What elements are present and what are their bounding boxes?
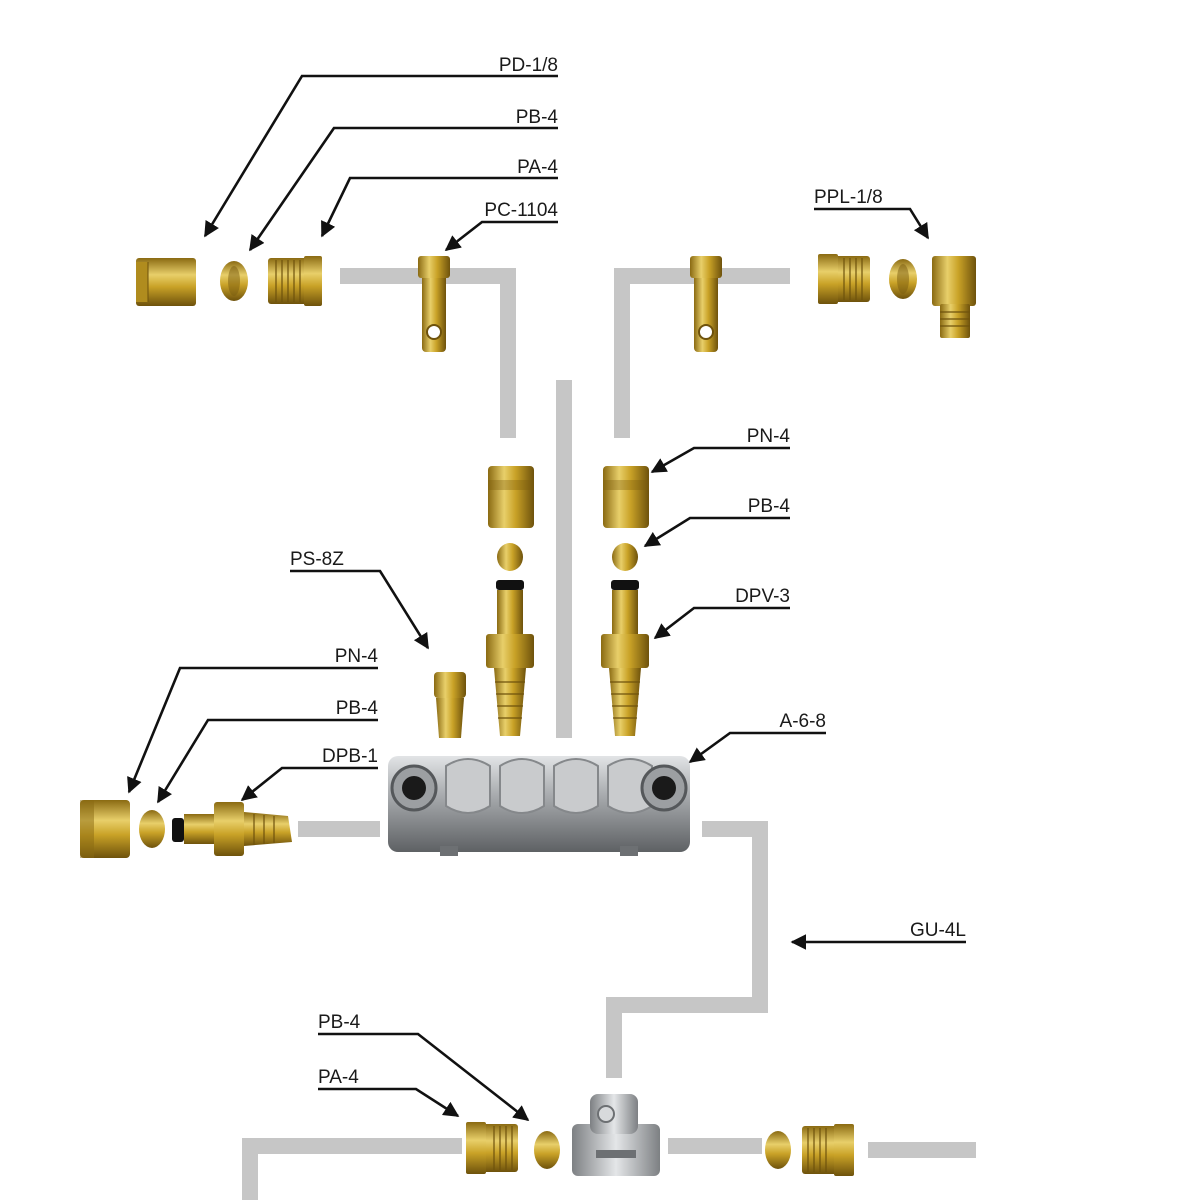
leader-ppl-1-8 (814, 207, 930, 240)
leader-pb-4-left (156, 718, 378, 804)
gu-4l-tee-body (572, 1094, 660, 1176)
leader-pc-1104 (444, 220, 558, 252)
label-pb-4-bottom: PB-4 (318, 1012, 361, 1033)
a-6-8-distributor-block (388, 756, 690, 856)
label-pa-4-top: PA-4 (517, 157, 558, 178)
pb-4-sleeve-left (139, 810, 165, 848)
label-dpb-1: DPB-1 (322, 746, 378, 767)
pb-4-sleeve-center-right (612, 543, 638, 571)
pn-4-nut-center-right (603, 466, 649, 528)
pc-1104-clamp-left (418, 256, 450, 352)
pa-4-nut-top (268, 256, 322, 306)
pa-4-nut-right (818, 254, 870, 304)
ppl-1-8-elbow (932, 256, 976, 338)
label-ppl-1-8: PPL-1/8 (814, 187, 883, 208)
label-a-6-8: A-6-8 (780, 711, 826, 732)
label-pb-4-left: PB-4 (336, 698, 379, 719)
leader-dpv-3 (653, 606, 790, 640)
leader-pd-1-8 (203, 74, 558, 238)
leader-pa-4-bottom (318, 1087, 460, 1118)
dpv-3-valve-left (486, 580, 534, 736)
leader-lines (127, 74, 966, 1122)
label-pd-1-8: PD-1/8 (499, 55, 558, 76)
dpb-1-valve (172, 802, 292, 856)
pb-4-sleeve-right-top (889, 259, 917, 299)
part-labels: PD-1/8 PB-4 PA-4 PC-1104 PPL-1/8 PN-4 PB… (290, 55, 966, 1088)
pc-1104-clamp-right (690, 256, 722, 352)
ps-8z-plug (434, 672, 466, 738)
label-gu-4l: GU-4L (910, 920, 966, 941)
leader-dpb-1 (240, 766, 378, 802)
pn-4-nut-left (80, 800, 130, 858)
label-pn-4-left: PN-4 (335, 646, 379, 667)
label-pc-1104: PC-1104 (484, 200, 558, 221)
pb-4-sleeve-center-left (497, 543, 523, 571)
pd-1-8-fitting (136, 258, 196, 306)
label-ps-8z: PS-8Z (290, 549, 344, 570)
leader-pn-4-right (650, 446, 790, 474)
tubing (242, 268, 976, 1200)
leader-pb-4-right (643, 516, 790, 548)
pa-4-nut-bottom-right (802, 1124, 854, 1176)
pb-4-sleeve-top (220, 261, 248, 301)
label-pa-4-bottom: PA-4 (318, 1067, 359, 1088)
label-pb-4-right: PB-4 (748, 496, 791, 517)
pn-4-nut-center-left (488, 466, 534, 528)
pa-4-nut-bottom (466, 1122, 518, 1174)
label-pb-4-top: PB-4 (516, 107, 559, 128)
leader-a-6-8 (688, 731, 826, 764)
leader-pa-4-top (320, 176, 558, 238)
leader-ps-8z (290, 569, 430, 650)
label-pn-4-right: PN-4 (747, 426, 791, 447)
leader-pb-4-bottom (318, 1032, 530, 1122)
leader-pb-4-top (248, 126, 558, 252)
pb-4-sleeve-bottom-right (765, 1131, 791, 1169)
leader-pn-4-left (127, 666, 378, 794)
dpv-3-valve-right (601, 580, 649, 736)
label-dpv-3: DPV-3 (735, 586, 790, 607)
pb-4-sleeve-bottom (534, 1131, 560, 1169)
